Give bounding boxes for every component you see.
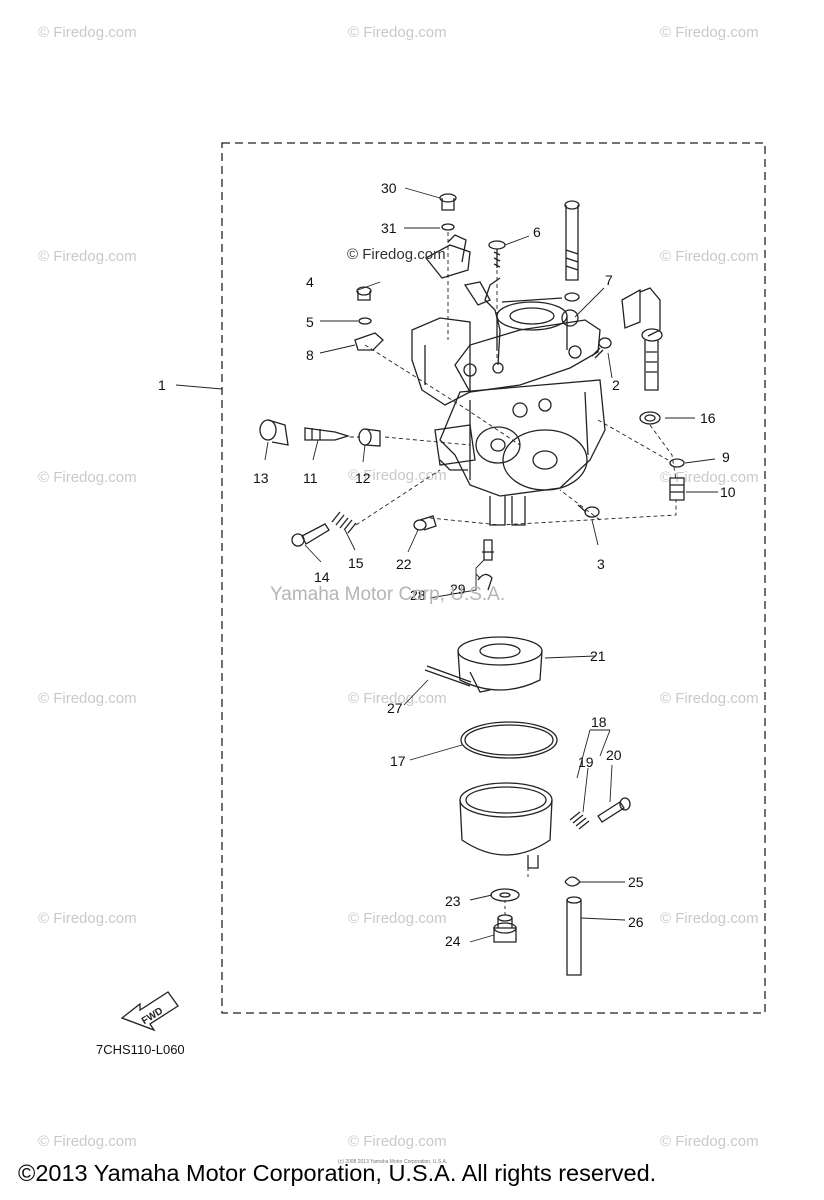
watermark: © Firedog.com [348, 690, 447, 707]
callout-19: 19 [578, 754, 594, 770]
part-14-screw [291, 523, 330, 547]
watermark: © Firedog.com [38, 469, 137, 486]
float-bowl [459, 782, 553, 869]
callout-20: 20 [606, 747, 622, 763]
callout-4: 4 [306, 274, 314, 290]
part-9-oring [669, 458, 685, 468]
callout-3: 3 [597, 556, 605, 572]
copyright-footer: ©2013 Yamaha Motor Corporation, U.S.A. A… [18, 1160, 657, 1186]
part-6-screw [488, 240, 506, 268]
watermark: © Firedog.com [348, 24, 447, 41]
callout-24: 24 [445, 933, 461, 949]
part-28-jet [482, 539, 494, 561]
callout-21: 21 [590, 648, 606, 664]
part-7-washer [564, 292, 580, 302]
watermark: © Firedog.com [38, 910, 137, 927]
watermark: © Firedog.com [38, 690, 137, 707]
callout-12: 12 [355, 470, 371, 486]
part-26-hose [566, 896, 582, 976]
watermark: © Firedog.com [348, 1133, 447, 1150]
callout-17: 17 [390, 753, 406, 769]
small-copyright-note: (c) 2008 2013 Yamaha Motor Corporation, … [338, 1159, 448, 1165]
part-22-plug [413, 515, 437, 531]
part-5-washer [358, 317, 372, 325]
part-31-washer [441, 223, 455, 231]
callout-29: 29 [450, 581, 466, 597]
callout-30: 30 [381, 180, 397, 196]
part-30-screw [439, 193, 457, 211]
fwd-label: FWD [140, 1006, 165, 1027]
part-16-ring [639, 411, 661, 425]
fwd-arrow-icon: FWD [120, 991, 179, 1032]
watermark: © Firedog.com [348, 467, 447, 484]
callout-27: 27 [387, 700, 403, 716]
callout-7: 7 [605, 272, 613, 288]
yamaha-watermark: Yamaha Motor Corp, U.S.A. [270, 584, 506, 605]
part-19-spring [569, 811, 590, 830]
callout-23: 23 [445, 893, 461, 909]
watermark: © Firedog.com [660, 24, 759, 41]
part-3-screw [577, 504, 600, 518]
callout-28: 28 [410, 587, 426, 603]
part-11-needle [304, 427, 351, 441]
callout-5: 5 [306, 314, 314, 330]
part-21-float [457, 636, 543, 693]
part-10-screw [669, 477, 685, 501]
callout-8: 8 [306, 347, 314, 363]
part-15-spring [331, 511, 357, 534]
watermark: © Firedog.com [660, 910, 759, 927]
part-20-screw [597, 797, 631, 823]
part-17-gasket [460, 721, 558, 759]
callout-6: 6 [533, 224, 541, 240]
watermark: © Firedog.com [38, 1133, 137, 1150]
callout-11: 11 [303, 470, 318, 486]
part-4-screw [356, 286, 372, 301]
assembly-frame [221, 142, 766, 1014]
part-13-cap [259, 419, 289, 446]
part-24-plug [493, 914, 517, 943]
callout-31: 31 [381, 220, 397, 236]
pilot-screw-assembly [621, 287, 663, 391]
watermark: © Firedog.com [660, 248, 759, 265]
watermark: © Firedog.com [38, 24, 137, 41]
callout-18: 18 [591, 714, 607, 730]
part-25-clip [564, 876, 581, 887]
callout-13: 13 [253, 470, 269, 486]
callout-10: 10 [720, 484, 736, 500]
part-27-pin [424, 665, 472, 687]
long-bolt [564, 200, 580, 281]
callout-22: 22 [396, 556, 412, 572]
callout-14: 14 [314, 569, 330, 585]
watermark: © Firedog.com [348, 910, 447, 927]
part-12-jet [358, 428, 381, 447]
callout-1: 1 [158, 377, 166, 393]
callout-25: 25 [628, 874, 644, 890]
watermark: © Firedog.com [660, 690, 759, 707]
callout-26: 26 [628, 914, 644, 930]
callout-15: 15 [348, 555, 364, 571]
callout-2: 2 [612, 377, 620, 393]
carburetor-body [411, 234, 606, 526]
part-8-plate [354, 332, 384, 351]
callout-16: 16 [700, 410, 716, 426]
watermark: © Firedog.com [660, 1133, 759, 1150]
part-29-clip [477, 573, 493, 591]
callout-9: 9 [722, 449, 730, 465]
part-23-washer [490, 888, 520, 902]
watermark: © Firedog.com [38, 248, 137, 265]
part-2-screw [591, 337, 612, 359]
drawing-code: 7CHS110-L060 [96, 1042, 185, 1057]
diagram-watermark: © Firedog.com [347, 246, 446, 263]
